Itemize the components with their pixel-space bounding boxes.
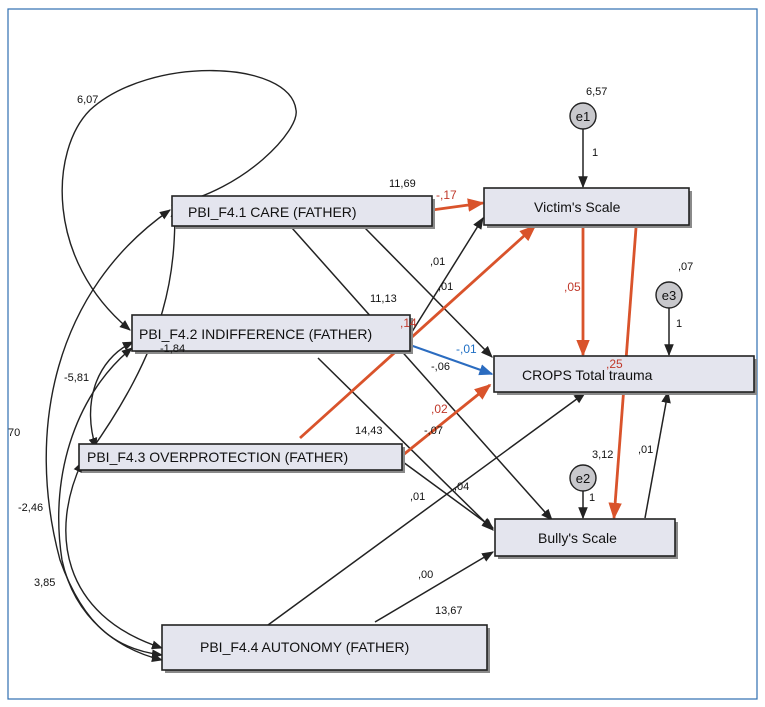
node-care-label: PBI_F4.1 CARE (FATHER) xyxy=(188,204,357,220)
coef-overprotection-bully: -,07 xyxy=(424,425,443,437)
cov-label-care-indifference: 6,07 xyxy=(77,94,98,106)
cov-care-autonomy xyxy=(45,209,171,659)
error-e3[interactable]: e3 xyxy=(655,281,683,309)
cov-label-overprotection-autonomy: 3,85 xyxy=(34,577,55,589)
node-overprotection[interactable]: PBI_F4.3 OVERPROTECTION (FATHER) xyxy=(78,443,405,473)
path-autonomy-bully xyxy=(374,551,495,623)
node-bully[interactable]: Bully's Scale xyxy=(494,518,678,559)
cov-label-indifference-autonomy: -2,46 xyxy=(18,502,43,514)
path-bully-crops xyxy=(644,390,671,519)
coef-overprotection-crops: ,02 xyxy=(431,402,448,416)
weight-e1: 1 xyxy=(592,147,598,159)
path-indifference-crops xyxy=(409,344,494,376)
coef-care-bully: ,04 xyxy=(454,481,469,493)
node-autonomy[interactable]: PBI_F4.4 AUTONOMY (FATHER) xyxy=(161,624,490,673)
path-autonomy-crops xyxy=(267,392,586,626)
node-victim[interactable]: Victim's Scale xyxy=(483,187,692,228)
error-e1[interactable]: e1 xyxy=(569,102,597,130)
coef-indifference-crops: -,01 xyxy=(456,342,477,356)
path-indifference-bully xyxy=(317,357,494,531)
coef-care-victim: -,17 xyxy=(436,188,457,202)
cov-indifference-autonomy xyxy=(58,347,164,663)
node-crops-label: CROPS Total trauma xyxy=(522,367,653,383)
weight-e2: 1 xyxy=(589,492,595,504)
coef-care-crops: ,01 xyxy=(438,281,453,293)
variance-e3: ,07 xyxy=(678,261,693,273)
variance-care: 11,69 xyxy=(389,178,416,190)
cov-label-care-overprotection: -1,84 xyxy=(160,343,185,355)
coef-victim-bully: ,25 xyxy=(606,357,623,371)
coef-indifference-victim: ,01 xyxy=(430,256,445,268)
node-overprotection-label: PBI_F4.3 OVERPROTECTION (FATHER) xyxy=(87,449,348,465)
cov-label-care-autonomy: 70 xyxy=(8,427,20,439)
variance-e1: 6,57 xyxy=(586,86,607,98)
variance-autonomy: 13,67 xyxy=(435,605,463,617)
path-overprotection-victim xyxy=(299,224,537,440)
node-care[interactable]: PBI_F4.1 CARE (FATHER) xyxy=(171,195,435,229)
cov-care-indifference xyxy=(61,69,297,331)
variance-e2: 3,12 xyxy=(592,449,613,461)
coef-autonomy-crops: ,01 xyxy=(410,491,425,503)
coef-victim-crops: ,05 xyxy=(564,280,581,294)
path-care-victim xyxy=(431,198,485,212)
error-e1-label: e1 xyxy=(576,109,590,124)
error-e2[interactable]: e2 xyxy=(569,464,597,492)
path-overprotection-bully xyxy=(402,461,494,529)
variance-indifference: 11,13 xyxy=(370,293,397,305)
coef-indifference-bully: -,06 xyxy=(431,361,450,373)
variance-overprotection: 14,43 xyxy=(355,425,383,437)
coef-bully-crops: ,01 xyxy=(638,444,653,456)
node-autonomy-label: PBI_F4.4 AUTONOMY (FATHER) xyxy=(200,639,409,655)
node-indifference[interactable]: PBI_F4.2 INDIFFERENCE (FATHER) xyxy=(131,314,413,354)
node-victim-label: Victim's Scale xyxy=(534,199,621,215)
error-e3-label: e3 xyxy=(662,288,676,303)
error-e2-label: e2 xyxy=(576,471,590,486)
node-bully-label: Bully's Scale xyxy=(538,530,617,546)
path-care-crops xyxy=(364,227,493,358)
cov-label-indifference-overprotection: -5,81 xyxy=(64,372,89,384)
coef-overprotection-victim: ,14 xyxy=(400,316,417,330)
path-overprotection-crops xyxy=(402,383,492,457)
node-indifference-label: PBI_F4.2 INDIFFERENCE (FATHER) xyxy=(139,326,372,342)
cov-overprotection-autonomy xyxy=(65,460,164,650)
node-crops[interactable]: CROPS Total trauma xyxy=(493,355,757,395)
path-care-bully xyxy=(291,227,553,521)
coef-autonomy-bully: ,00 xyxy=(418,569,433,581)
path-indifference-victim xyxy=(409,216,484,336)
weight-e3: 1 xyxy=(676,318,682,330)
diagram-frame xyxy=(7,8,758,700)
